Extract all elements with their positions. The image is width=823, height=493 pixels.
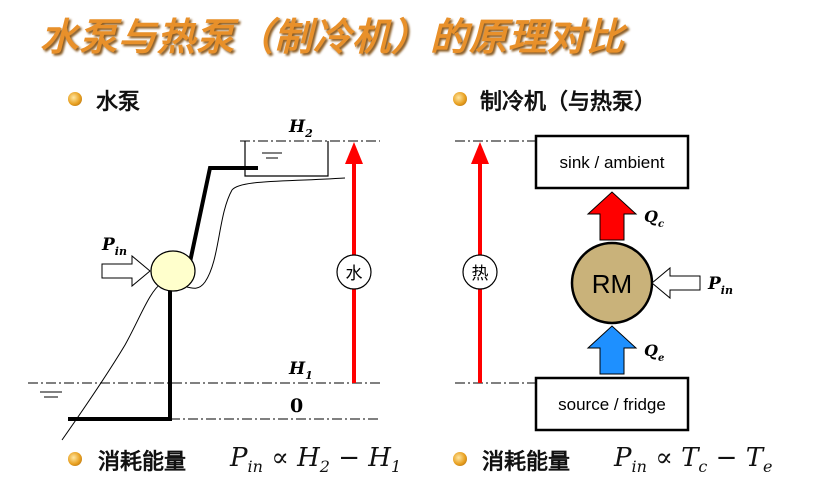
- terrain-outline: [61, 177, 346, 441]
- source-label: source / fridge: [558, 395, 666, 414]
- pump-body: [150, 250, 196, 292]
- water-circle-label: 水: [346, 264, 363, 283]
- h2-label: H2: [288, 117, 313, 140]
- water-lift-arrow-head: [345, 142, 363, 164]
- rm-label: RM: [592, 269, 632, 299]
- heat-arrow-head: [471, 142, 489, 164]
- bullet-icon: [68, 92, 82, 106]
- sink-box: [534, 134, 690, 190]
- bullet-icon: [453, 92, 467, 106]
- bullet-icon: [68, 452, 82, 466]
- heat-circle: [462, 254, 498, 290]
- upper-tank: [244, 141, 329, 177]
- pump-energy-formula: Pin ∝ H2 − H1: [230, 443, 402, 477]
- pin-label-left: Pin: [101, 235, 127, 258]
- qc-label: Qc: [644, 207, 664, 230]
- energy-label-left: 消耗能量: [98, 450, 187, 475]
- h1-label: H1: [288, 359, 313, 382]
- page-title: 水泵与热泵（制冷机）的原理对比: [40, 15, 626, 59]
- water-pump-heading: 水泵: [96, 90, 141, 115]
- refrigerator-energy-formula: Pin ∝ Tc − Te: [614, 443, 773, 477]
- pin-arrow-right: [651, 266, 701, 300]
- energy-label-right: 消耗能量: [482, 450, 571, 475]
- pump-pipe: [68, 272, 172, 421]
- qe-label: Qe: [644, 341, 664, 364]
- qe-arrow: [586, 325, 638, 375]
- pin-label-right: Pin: [707, 274, 733, 297]
- zero-label: 0: [290, 395, 303, 417]
- sink-label: sink / ambient: [560, 153, 665, 172]
- pump-riser-pipe: [188, 166, 258, 263]
- water-circle: [336, 254, 372, 290]
- refrigerator-heading: 制冷机（与热泵）: [480, 90, 657, 115]
- qc-arrow: [586, 191, 638, 241]
- source-box: [534, 376, 690, 432]
- bullet-icon: [453, 452, 467, 466]
- heat-circle-label: 热: [472, 264, 489, 283]
- pin-arrow-left: [101, 254, 151, 288]
